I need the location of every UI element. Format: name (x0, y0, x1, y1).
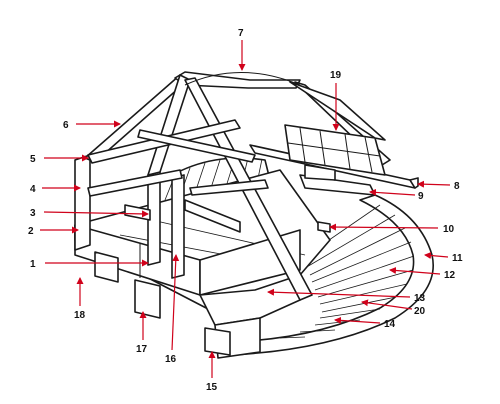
label-5: 5 (30, 154, 36, 165)
label-13: 13 (414, 293, 426, 304)
labels: 1 2 3 4 5 6 7 8 9 10 11 12 13 14 15 16 1… (28, 28, 463, 393)
side-beam (184, 199, 241, 233)
deck-fitting (304, 164, 336, 181)
label-4: 4 (30, 184, 36, 195)
label-14: 14 (384, 319, 396, 330)
drawing (74, 71, 434, 359)
label-11: 11 (452, 253, 463, 264)
side-beam-2 (189, 179, 269, 196)
arrows (40, 40, 451, 378)
label-20: 20 (414, 306, 426, 317)
label-17: 17 (136, 344, 148, 355)
label-10: 10 (443, 224, 455, 235)
label-7: 7 (238, 28, 244, 39)
label-2: 2 (28, 226, 34, 237)
stern-frame (284, 81, 386, 176)
label-9: 9 (418, 191, 424, 202)
label-1: 1 (30, 259, 36, 270)
small-block-10 (317, 221, 331, 233)
leg-17 (134, 279, 161, 319)
label-15: 15 (206, 382, 218, 393)
leg-15 (204, 327, 231, 356)
label-6: 6 (63, 120, 69, 131)
label-16: 16 (165, 354, 177, 365)
tie-beam (137, 129, 256, 163)
cross-beam-4 (87, 169, 183, 197)
leg-18 (94, 251, 119, 283)
post-16 (171, 174, 185, 279)
label-12: 12 (444, 270, 456, 281)
label-18: 18 (74, 310, 86, 321)
label-8: 8 (454, 181, 460, 192)
label-19: 19 (330, 70, 342, 81)
label-3: 3 (30, 208, 36, 219)
front-post (74, 154, 91, 251)
